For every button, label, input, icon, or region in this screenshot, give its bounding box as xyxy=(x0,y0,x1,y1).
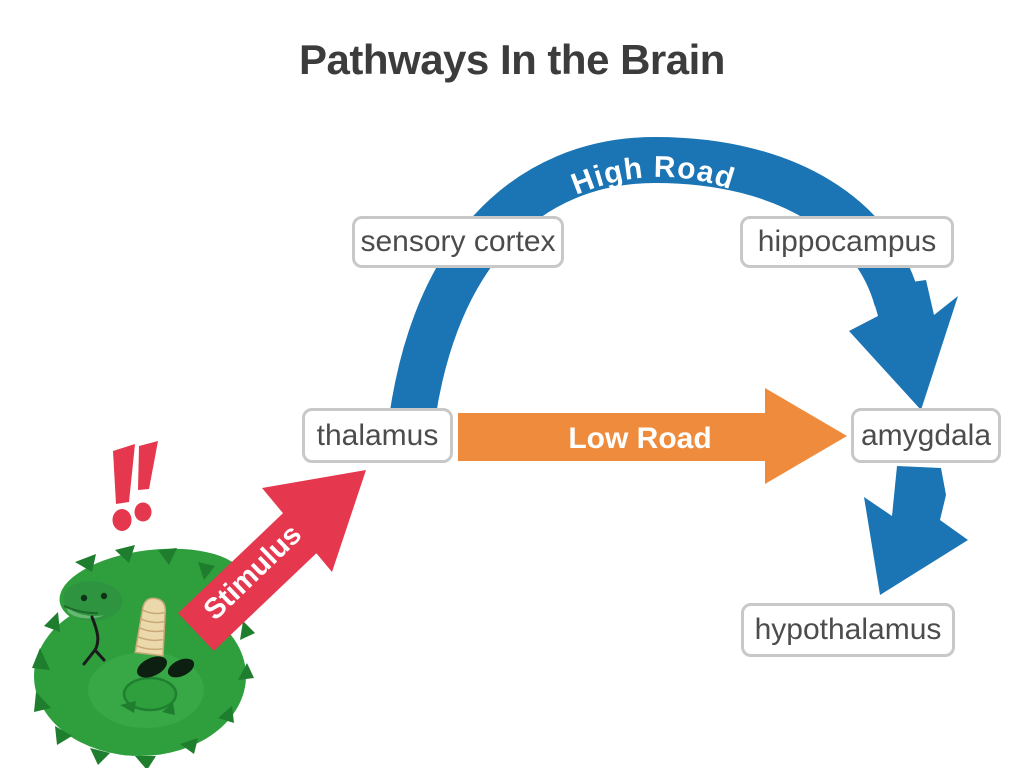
snake-rattle xyxy=(134,597,167,657)
snake-pattern xyxy=(32,545,255,768)
node-hippocampus: hippocampus xyxy=(740,216,954,268)
exclamation-bar xyxy=(113,444,135,504)
node-hypothalamus: hypothalamus xyxy=(741,603,955,657)
node-sensory-cortex: sensory cortex xyxy=(352,216,564,268)
snake-head xyxy=(63,581,123,621)
snake-tail-band xyxy=(167,658,195,678)
high-road-arrowhead xyxy=(849,280,958,410)
exclamation-dot xyxy=(134,502,152,522)
node-label: thalamus xyxy=(316,418,439,452)
low-road-label: Low Road xyxy=(568,422,711,455)
node-amygdala: amygdala xyxy=(851,408,1001,463)
node-label: sensory cortex xyxy=(360,225,556,258)
stimulus-arrow xyxy=(178,470,366,651)
amygdala-to-hypothalamus-arrow xyxy=(864,466,968,595)
low-road-arrow xyxy=(458,388,847,484)
exclamation-dot xyxy=(112,509,132,531)
alert-exclamation-marks xyxy=(112,441,158,531)
high-road-arc xyxy=(385,136,920,457)
stimulus-arrow-shaft xyxy=(178,512,320,651)
stimulus-arrowhead xyxy=(262,470,366,572)
exclamation-bar xyxy=(138,441,158,490)
snake-illustration xyxy=(32,545,255,768)
snake-tongue xyxy=(82,615,106,666)
node-label: hypothalamus xyxy=(754,613,942,646)
page-title: Pathways In the Brain xyxy=(299,36,725,83)
snake-coil-center xyxy=(122,676,178,712)
node-thalamus: thalamus xyxy=(302,408,453,463)
node-label: hippocampus xyxy=(757,225,937,258)
node-label: amygdala xyxy=(860,418,992,452)
snake-tail-band xyxy=(137,656,167,678)
